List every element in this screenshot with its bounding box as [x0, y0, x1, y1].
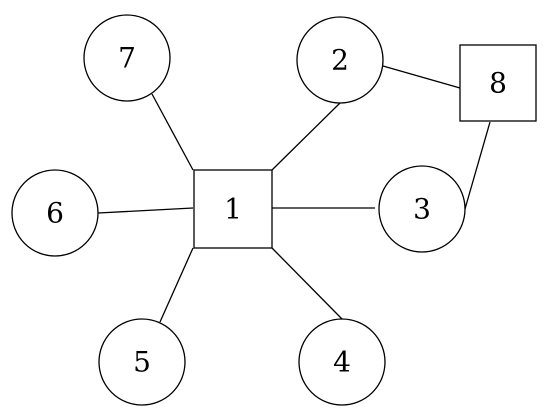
node-2-label: 2 [331, 44, 349, 77]
node-3-label: 3 [413, 193, 431, 226]
edge-2-8 [382, 65, 461, 89]
node-3-circle [378, 165, 466, 253]
node-layer: 1 2 3 4 5 6 7 8 [11, 14, 537, 406]
node-1-square [193, 169, 273, 249]
edge-1-4 [271, 247, 343, 320]
edge-1-6 [97, 207, 194, 214]
node-5-circle [98, 318, 186, 406]
node-5-label: 5 [133, 346, 151, 379]
node-6-circle [11, 169, 99, 257]
node-7: 7 [83, 14, 171, 102]
node-2-circle [296, 16, 384, 104]
node-1-label: 1 [224, 193, 242, 226]
node-6-label: 6 [46, 197, 64, 230]
edge-1-7 [151, 93, 194, 171]
node-4: 4 [298, 318, 386, 406]
edge-1-5 [159, 247, 194, 323]
node-8-label: 8 [489, 67, 507, 100]
edge-3-8 [464, 121, 491, 210]
node-4-label: 4 [333, 346, 351, 379]
node-5: 5 [98, 318, 186, 406]
edge-layer [97, 65, 491, 323]
node-4-circle [298, 318, 386, 406]
node-8: 8 [459, 44, 537, 122]
node-2: 2 [296, 16, 384, 104]
node-3: 3 [378, 165, 466, 253]
node-7-label: 7 [118, 42, 136, 75]
node-7-circle [83, 14, 171, 102]
node-8-square [459, 44, 537, 122]
edge-1-2 [271, 102, 341, 171]
node-6: 6 [11, 169, 99, 257]
node-1: 1 [193, 169, 273, 249]
